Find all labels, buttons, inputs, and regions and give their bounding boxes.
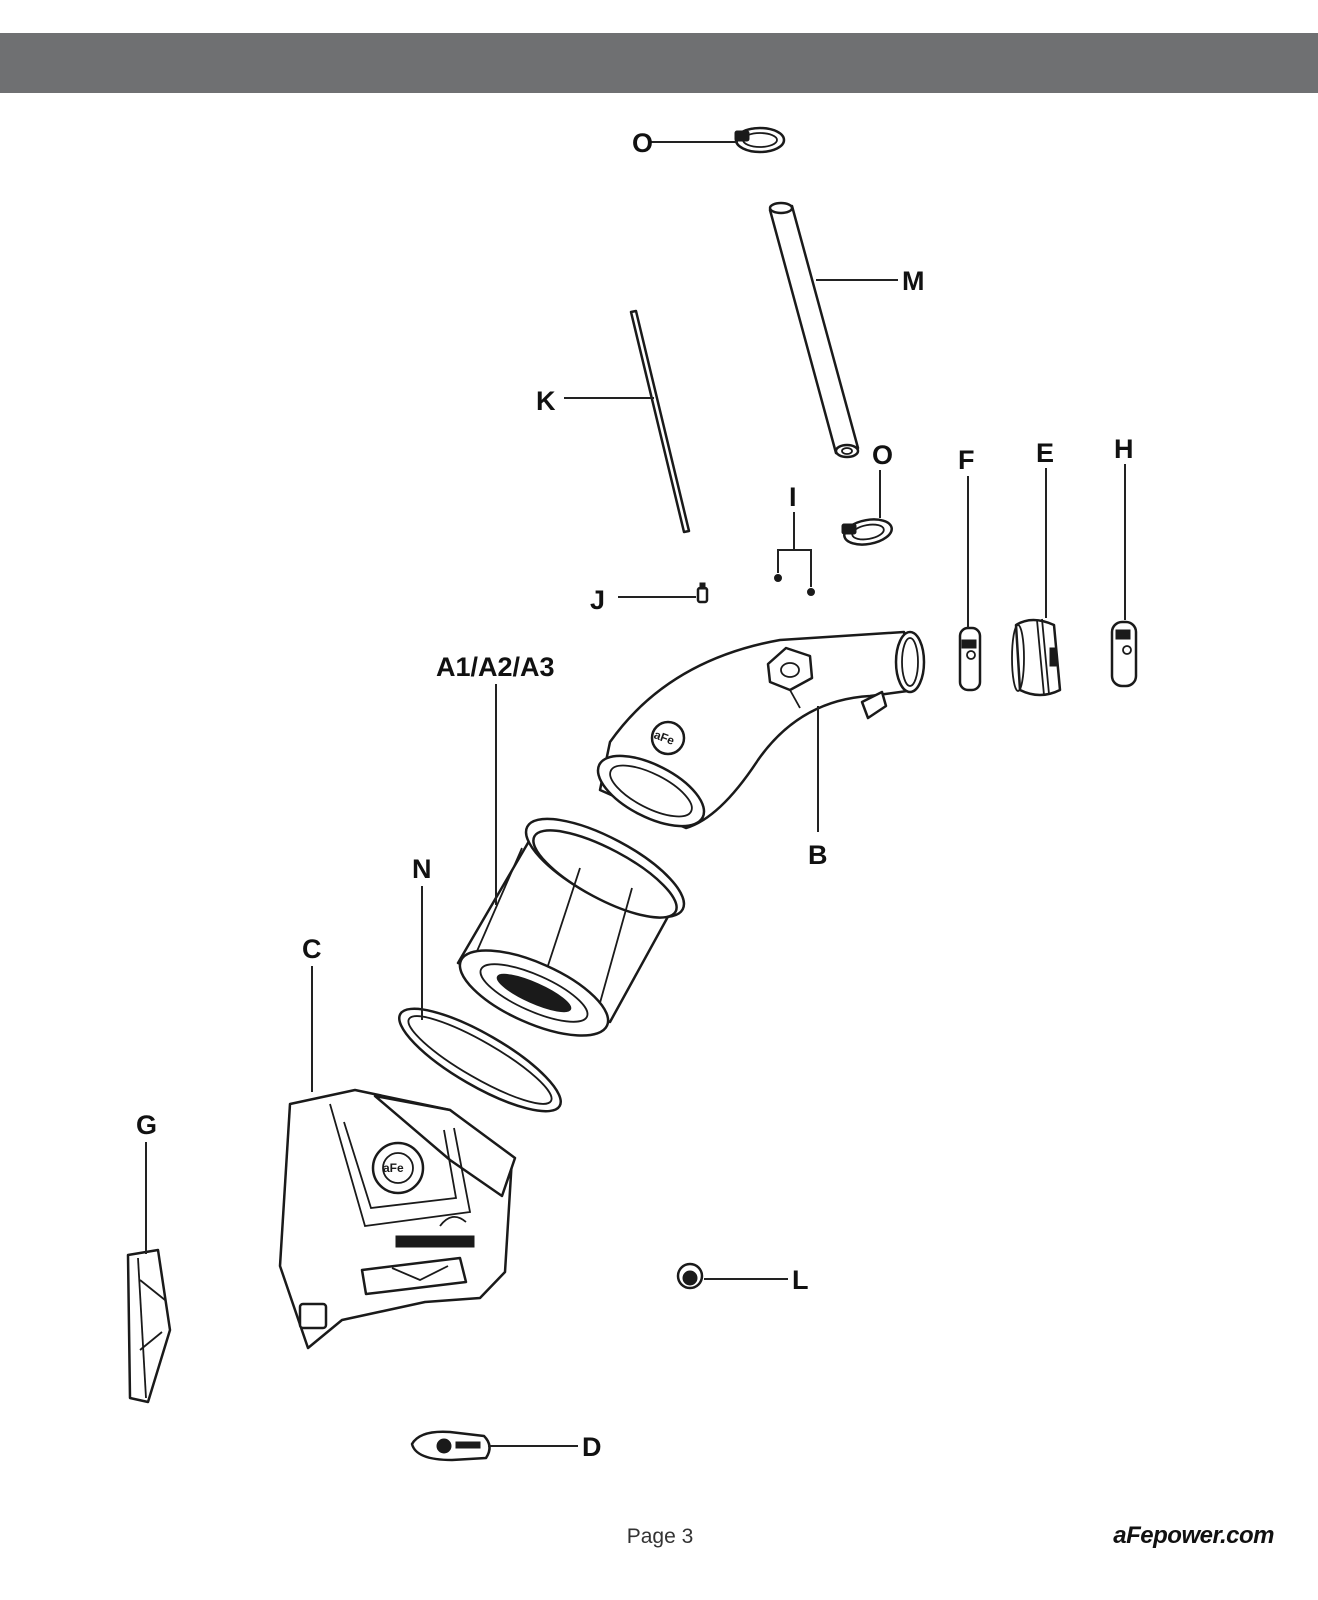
header-bar bbox=[0, 33, 1318, 93]
part-c-airbox-housing: aFe bbox=[278, 1088, 517, 1350]
part-o-mid-hose-clamp bbox=[841, 518, 893, 546]
page-number: Page 3 bbox=[626, 1525, 694, 1548]
label-g: G bbox=[136, 1110, 157, 1140]
label-o-top: O bbox=[632, 128, 653, 158]
label-l: L bbox=[792, 1265, 809, 1295]
part-m-vent-hose bbox=[768, 201, 860, 459]
label-c: C bbox=[302, 934, 322, 964]
part-e-coupler bbox=[1011, 618, 1062, 697]
label-o-mid: O bbox=[872, 440, 893, 470]
part-j-fitting bbox=[696, 582, 709, 604]
part-n-gasket bbox=[398, 1007, 562, 1113]
part-b-intake-tube: aFe bbox=[596, 630, 926, 830]
label-f: F bbox=[958, 445, 975, 475]
label-m: M bbox=[902, 266, 925, 296]
part-f-clamp bbox=[958, 626, 982, 692]
part-h-clamp bbox=[1110, 620, 1138, 688]
label-e: E bbox=[1036, 438, 1054, 468]
svg-text:aFe: aFe bbox=[652, 728, 677, 748]
part-a-air-filter bbox=[456, 817, 686, 1037]
label-d: D bbox=[582, 1432, 602, 1462]
label-n: N bbox=[412, 854, 432, 884]
label-b: B bbox=[808, 840, 828, 870]
part-k-rod bbox=[629, 309, 691, 534]
label-j: J bbox=[590, 585, 605, 615]
part-l-grommet bbox=[676, 1262, 704, 1290]
label-h: H bbox=[1114, 434, 1134, 464]
part-d-badge bbox=[410, 1430, 491, 1462]
part-i-screws bbox=[774, 574, 815, 596]
label-k: K bbox=[536, 386, 556, 416]
label-i: I bbox=[789, 482, 797, 512]
svg-text:aFe: aFe bbox=[383, 1161, 404, 1175]
label-a: A1/A2/A3 bbox=[436, 652, 555, 682]
part-g-side-seal bbox=[126, 1248, 172, 1404]
leader-i bbox=[777, 512, 812, 587]
part-o-top-hose-clamp bbox=[734, 126, 786, 154]
website-url[interactable]: aFepower.com bbox=[1113, 1522, 1274, 1549]
